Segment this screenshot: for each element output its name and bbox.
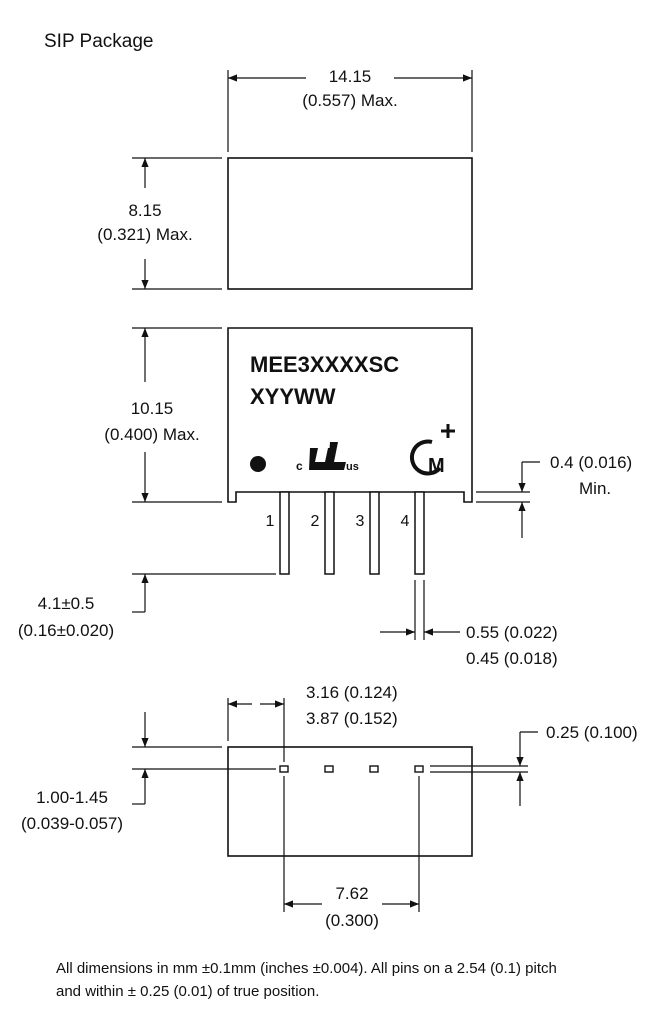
pitch-in-label: (0.300): [325, 911, 379, 930]
pin-3: [369, 491, 380, 575]
pin-number-3: 3: [356, 513, 365, 530]
pin-number-4: 4: [401, 513, 410, 530]
top-height-mm-label: 8.15: [128, 201, 161, 220]
standoff-label: 0.4 (0.016): [550, 453, 632, 472]
pin-footprint-1: [279, 765, 289, 773]
width-in-label: (0.557) Max.: [302, 91, 397, 110]
pin-one-dot: [250, 456, 266, 472]
bottom-view-body: [227, 746, 473, 857]
pin-footprint-2: [324, 765, 334, 773]
pin-length-mm-label: 4.1±0.5: [38, 594, 95, 613]
top-view: 14.15 (0.557) Max. 8.15 (0.321) Max.: [97, 67, 473, 290]
offset-label-2: 3.87 (0.152): [306, 709, 398, 728]
front-height-in-label: (0.400) Max.: [104, 425, 199, 444]
pin-length-in-label: (0.16±0.020): [18, 621, 114, 640]
standoff-min-label: Min.: [579, 479, 611, 498]
front-view-body: [227, 327, 473, 503]
brand-logo: M: [409, 424, 455, 477]
pin-footprint-3: [369, 765, 379, 773]
footnote-line-2: and within ± 0.25 (0.01) of true positio…: [56, 983, 320, 1000]
thickness-label: 0.25 (0.100): [546, 723, 638, 742]
pin-number-1: 1: [266, 513, 275, 530]
brand-logo-arc: [409, 439, 442, 476]
pin-1: [279, 491, 290, 575]
pin-width-label-1: 0.55 (0.022): [466, 623, 558, 642]
drawing-title: SIP Package: [44, 31, 154, 52]
footnote-line-1: All dimensions in mm ±0.1mm (inches ±0.0…: [56, 960, 557, 977]
top-height-in-label: (0.321) Max.: [97, 225, 192, 244]
brand-logo-letter: M: [428, 455, 445, 477]
ul-c-label: c: [296, 459, 303, 473]
front-view: MEE3XXXXSC XYYWW c us M 1 2 3 4: [18, 327, 632, 668]
pin-4: [414, 491, 425, 575]
pin-width-label-2: 0.45 (0.018): [466, 649, 558, 668]
pin-number-2: 2: [311, 513, 320, 530]
ul-certification-logo: c us: [296, 442, 359, 473]
dimension-footnote: All dimensions in mm ±0.1mm (inches ±0.0…: [56, 957, 656, 1003]
date-code: XYYWW: [250, 384, 336, 409]
top-view-body: [227, 157, 473, 290]
ul-shape-right: [328, 442, 346, 470]
front-height-mm-label: 10.15: [131, 399, 174, 418]
pin-2: [324, 491, 335, 575]
width-mm-label: 14.15: [329, 67, 372, 86]
edge-in-label: (0.039-0.057): [21, 814, 123, 833]
ul-us-label: us: [346, 461, 359, 473]
offset-label-1: 3.16 (0.124): [306, 683, 398, 702]
pin-footprint-4: [414, 765, 424, 773]
edge-mm-label: 1.00-1.45: [36, 788, 108, 807]
part-number: MEE3XXXXSC: [250, 352, 399, 377]
pitch-mm-label: 7.62: [335, 884, 368, 903]
bottom-view: 3.16 (0.124) 3.87 (0.152) 1.00-1.45 (0.0…: [21, 683, 638, 930]
